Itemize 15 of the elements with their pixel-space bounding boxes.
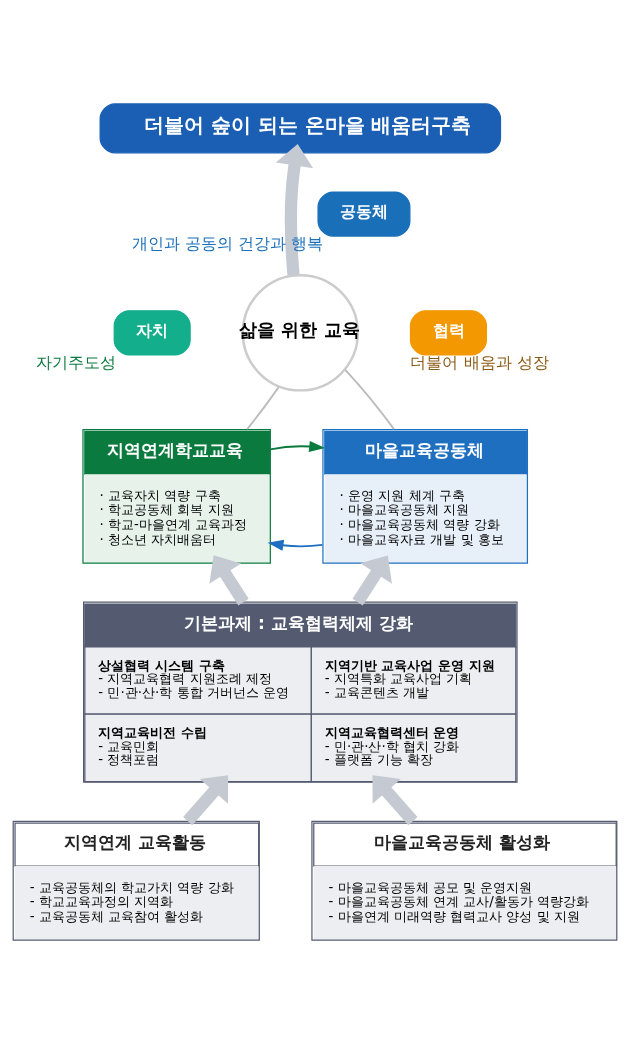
- node-box: 자치: [113, 310, 191, 356]
- node-box: 더불어 숲이 되는 온마을 배움터구축: [99, 103, 502, 154]
- arrow: [267, 539, 324, 551]
- connector: [344, 368, 395, 431]
- node-label: 자기주도성: [35, 352, 116, 372]
- connector: [246, 385, 280, 431]
- arrow: [372, 775, 418, 826]
- node-box: 협력: [409, 310, 487, 356]
- arrow: [275, 144, 314, 277]
- arrow: [269, 440, 326, 452]
- arrow: [209, 555, 249, 606]
- arrow: [183, 775, 229, 826]
- node-circle: 삶을 위한 교육: [241, 274, 360, 392]
- arrow: [352, 555, 392, 606]
- node-box: 공동체: [317, 191, 411, 237]
